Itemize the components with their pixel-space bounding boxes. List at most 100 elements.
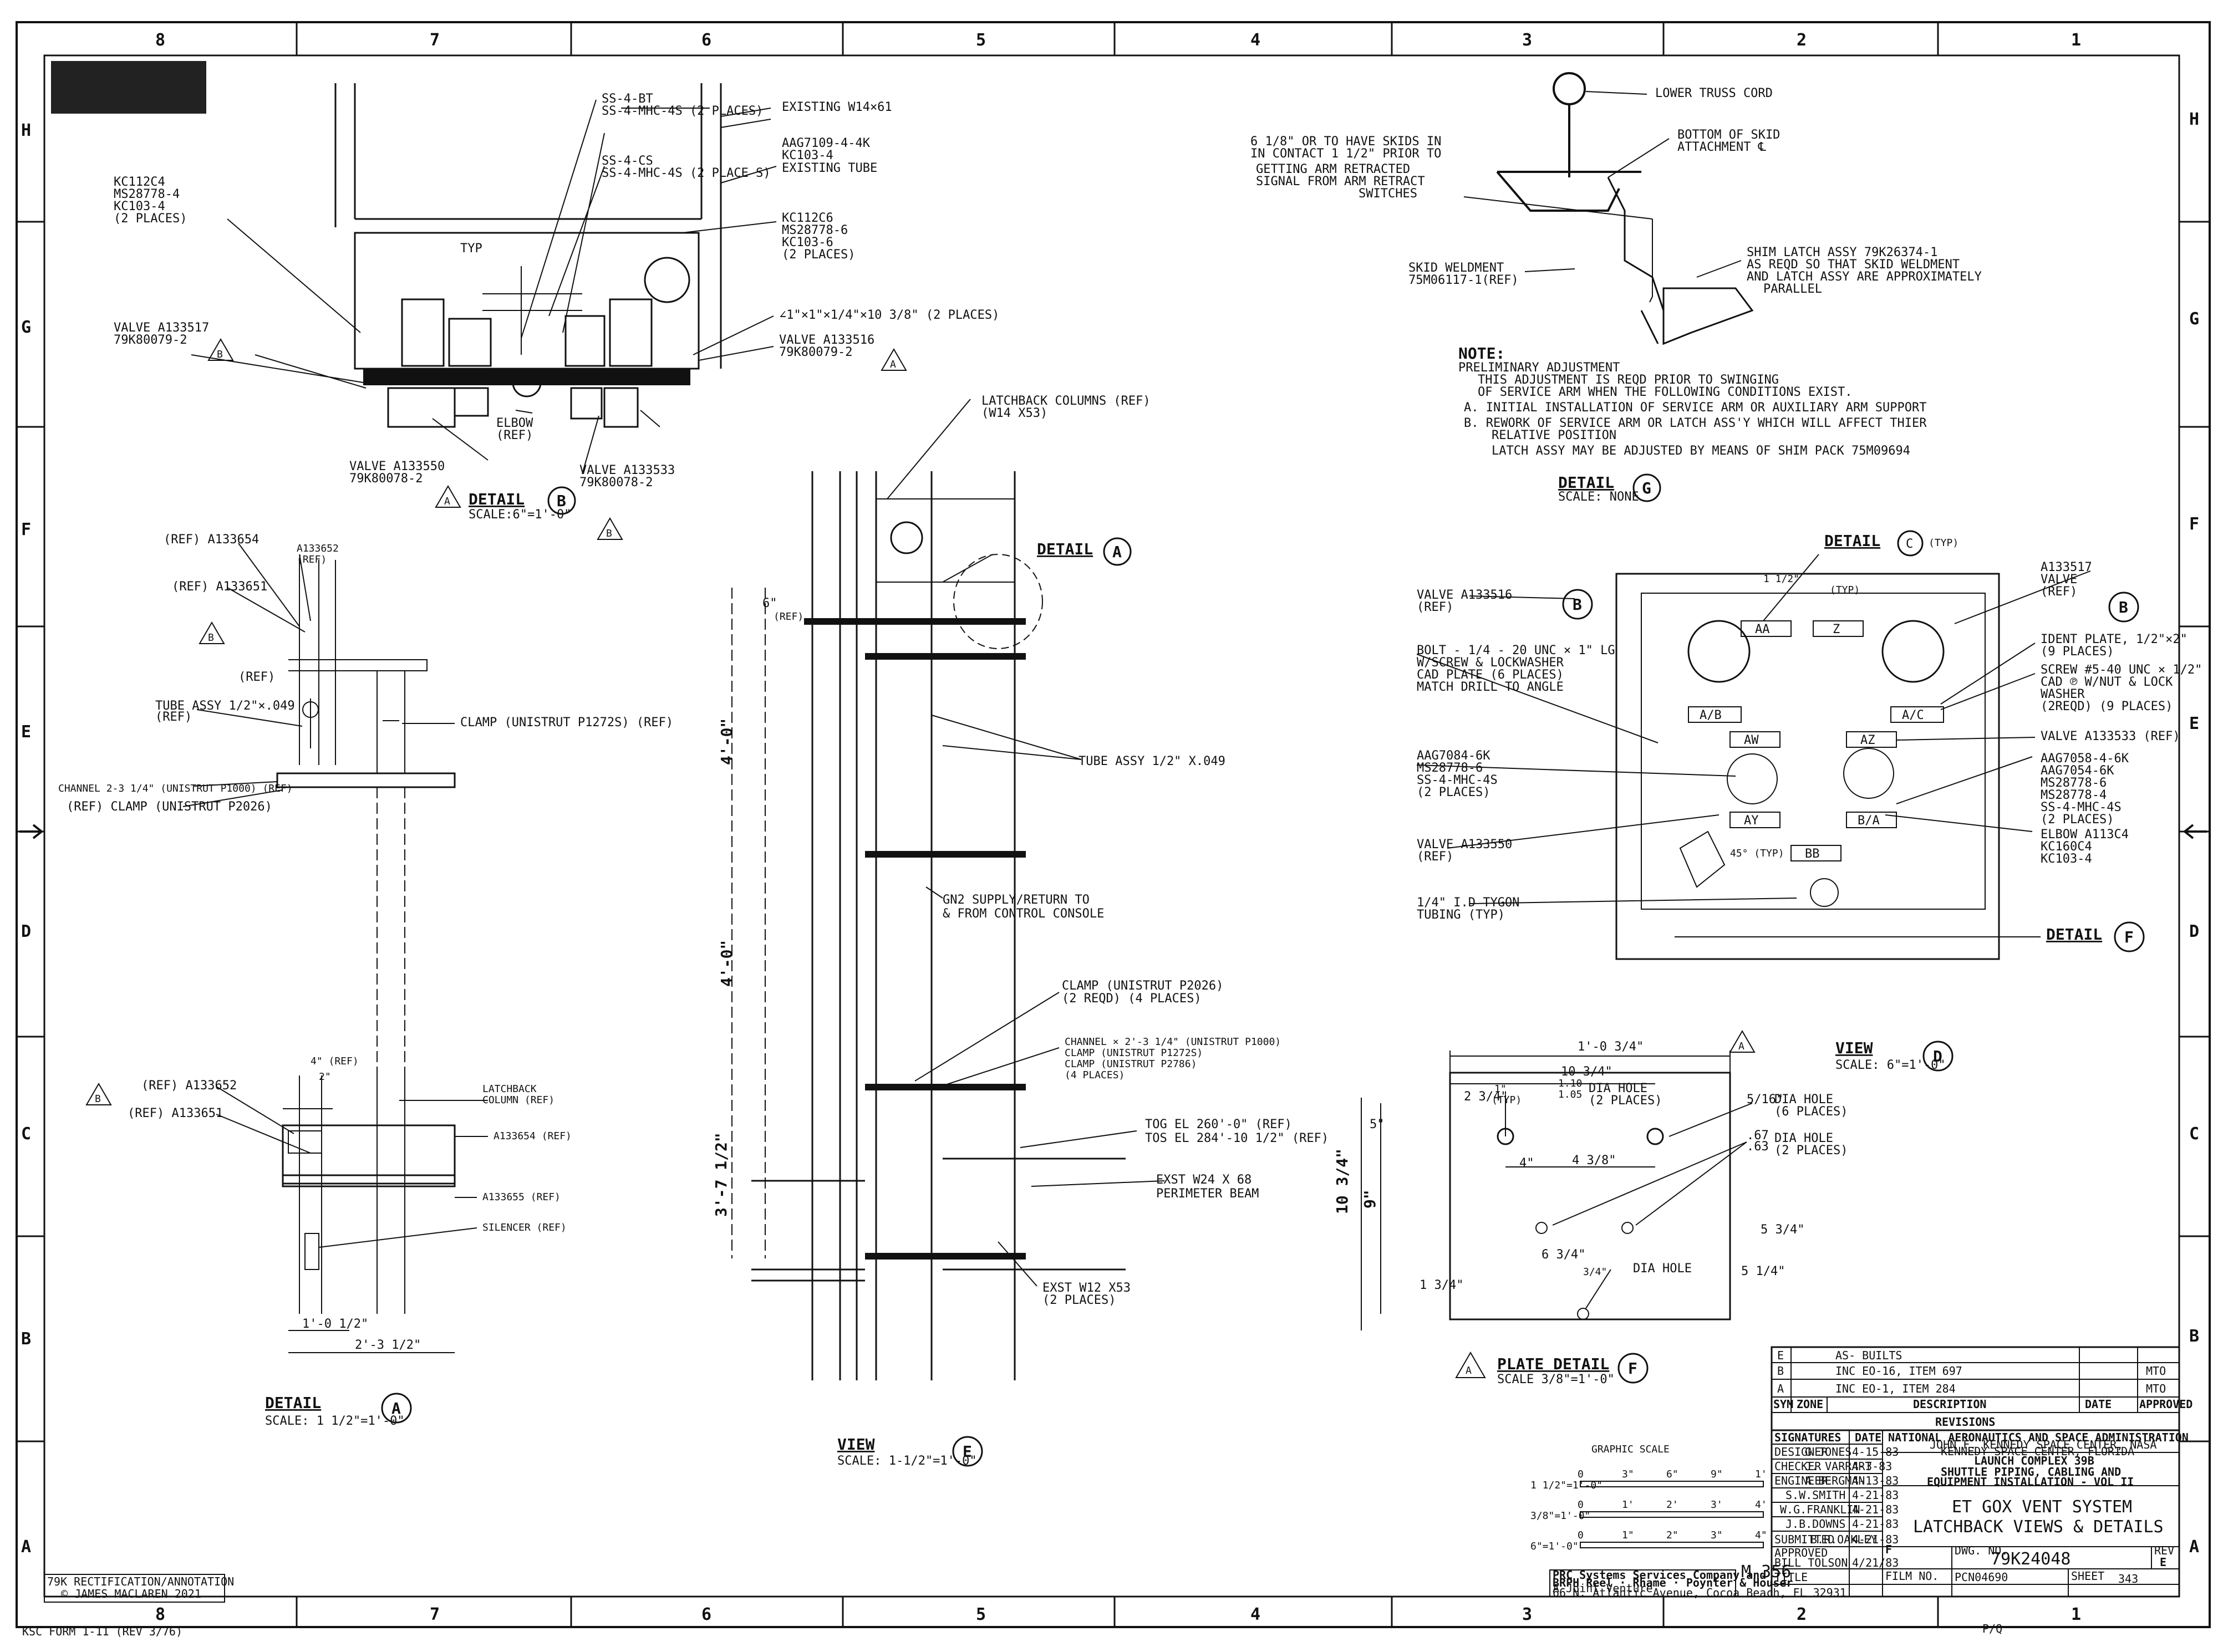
detail-title: DETAIL xyxy=(265,1394,321,1412)
zone-col-label: 2 xyxy=(1797,30,1807,50)
label: LATCHBACK COLUMNS (REF) xyxy=(981,394,1151,408)
sig-name: W.G.FRANKLIN xyxy=(1780,1503,1860,1516)
zone-columns-top: 8 7 6 5 4 3 2 1 xyxy=(155,30,2081,50)
zone-row-label: B xyxy=(2189,1327,2199,1346)
sig-name: J.B.DOWNS xyxy=(1785,1517,1845,1531)
film-label: FILM NO. xyxy=(1885,1569,1939,1583)
contractor-block: PRC Systems Services Company and BRPH Re… xyxy=(1549,1568,1846,1599)
label: (2 REQD) (4 PLACES) xyxy=(1062,992,1202,1006)
label: 10 3/4" xyxy=(1333,1149,1351,1214)
general-notes-block xyxy=(51,61,206,114)
center-arrow-icon xyxy=(2183,824,2207,839)
label: TYP xyxy=(460,242,482,256)
signature-row: DESIGNER G JONES 4-15-83 xyxy=(1774,1445,1899,1459)
title-label: TITLE xyxy=(1774,1571,1808,1584)
label: KC103-6 xyxy=(782,236,833,249)
revision-row: E AS- BUILTS xyxy=(1777,1349,1902,1362)
label: LATCHBACK xyxy=(482,1083,537,1095)
scale-tick: 6" xyxy=(1666,1469,1678,1480)
stamp-line1: 79K RECTIFICATION/ANNOTATION xyxy=(47,1575,234,1588)
label: A133517 xyxy=(2041,560,2092,574)
label: AND LATCH ASSY ARE APPROXIMATELY xyxy=(1747,270,1982,284)
sig-date: 4-13-83 xyxy=(1852,1474,1899,1487)
label: ∠1"×1"×1/4"×10 3/8" (2 PLACES) xyxy=(779,308,999,322)
scale-tick: 0 xyxy=(1578,1499,1584,1511)
revision-header-approved: APPROVED xyxy=(2139,1398,2192,1411)
detail-a: (REF) A133652 (REF) A133651 LATCHBACK CO… xyxy=(85,1056,572,1428)
contractor-line3: A Joint Venture xyxy=(1553,1582,1653,1595)
detail-callout: G xyxy=(1642,479,1651,497)
label: 1/4" I.D TYGON xyxy=(1417,896,1519,910)
zone-row-label: G xyxy=(21,318,31,337)
label: 79K80079-2 xyxy=(114,333,187,347)
label: AAG7058-4-6K xyxy=(2041,752,2129,766)
label: (TYP) xyxy=(1492,1094,1522,1106)
label: AS REQD SO THAT SKID WELDMENT xyxy=(1747,258,1960,272)
note-line: LATCH ASSY MAY BE ADJUSTED BY MEANS OF S… xyxy=(1492,444,1910,458)
view-callout: D xyxy=(1933,1047,1942,1065)
approved-label: APPROVED xyxy=(1774,1546,1828,1559)
label: (REF) xyxy=(297,554,327,565)
flag-label: B xyxy=(217,349,223,360)
label: DETAIL xyxy=(1824,532,1880,550)
label: VALVE A133550 xyxy=(349,460,445,473)
label: VALVE xyxy=(2041,573,2077,587)
label: SS-4-BT xyxy=(602,92,653,106)
label: (2 PLACES) xyxy=(1774,1144,1848,1158)
label: 1'-0 1/2" xyxy=(302,1317,368,1331)
zone-row-label: A xyxy=(21,1537,31,1557)
label: SS-4-MHC-4S xyxy=(1417,773,1498,787)
label: (4 PLACES) xyxy=(1065,1069,1125,1081)
label: W/SCREW & LOCKWASHER xyxy=(1417,656,1564,670)
label: (2 PLACES) xyxy=(782,248,855,262)
zone-row-label: F xyxy=(2189,514,2199,534)
label: SS-4-MHC-4S (2 PLACE S) xyxy=(602,166,771,180)
label: AAG7084-6K xyxy=(1417,749,1490,763)
label: (TYP) xyxy=(1830,584,1860,596)
note-line: A. INITIAL INSTALLATION OF SERVICE ARM O… xyxy=(1464,401,1926,415)
revision-header-desc: DESCRIPTION xyxy=(1913,1398,1986,1411)
label: DIA HOLE xyxy=(1774,1093,1833,1107)
label: .67 xyxy=(1747,1129,1769,1143)
tag-label: B/A xyxy=(1858,814,1880,828)
revision-header-zone: ZONE xyxy=(1797,1398,1823,1411)
zone-col-label: 8 xyxy=(155,30,165,50)
label: TOS EL 284'-10 1/2" (REF) xyxy=(1145,1131,1329,1145)
scale-tick: 9" xyxy=(1711,1469,1723,1480)
zone-col-label: 5 xyxy=(976,30,986,50)
label: BOLT - 1/4 - 20 UNC × 1" LG xyxy=(1417,644,1615,657)
flag-label: A xyxy=(890,359,896,370)
label: DIA HOLE xyxy=(1589,1082,1647,1095)
zone-col-label: 7 xyxy=(430,30,440,50)
label: 3/4" xyxy=(1583,1266,1607,1278)
sheet-no: 343 xyxy=(2118,1572,2138,1585)
revision-row: B INC EO-16, ITEM 697 MTO xyxy=(1777,1364,2166,1378)
label: CAD ℗ W/NUT & LOCK xyxy=(2041,675,2173,689)
label: 5" xyxy=(1370,1118,1385,1131)
label: AAG7054-6K xyxy=(2041,764,2114,778)
label: 6 3/4" xyxy=(1542,1248,1585,1262)
sig-date: 4-21-83 xyxy=(1852,1488,1899,1502)
label: 45° (TYP) xyxy=(1730,848,1784,859)
label: (2 PLACES) xyxy=(114,212,187,226)
detail-callout: B xyxy=(557,492,566,510)
approved-name: BILL TOLSON xyxy=(1774,1556,1848,1569)
label: SS-4-MHC-4S xyxy=(2041,800,2122,814)
flag-label: A xyxy=(444,496,450,507)
label: 2" xyxy=(319,1071,331,1083)
tag-label: AA xyxy=(1755,623,1770,636)
zone-row-label: E xyxy=(2189,714,2199,733)
revision-desc: INC EO-16, ITEM 697 xyxy=(1835,1364,1962,1378)
zone-col-label: 1 xyxy=(2071,1605,2081,1624)
label: 79K80079-2 xyxy=(779,345,852,359)
sig-date: 4-21-83 xyxy=(1852,1533,1899,1546)
label: SILENCER (REF) xyxy=(482,1222,567,1233)
revision-sym: A xyxy=(1777,1382,1784,1395)
detail-scale: SCALE:6"=1'-0" xyxy=(469,508,571,522)
label: IDENT PLATE, 1/2"×2" xyxy=(2041,633,2188,646)
revision-row: A INC EO-1, ITEM 284 MTO xyxy=(1777,1382,2166,1395)
sheet-label: SHEET xyxy=(2071,1569,2104,1583)
scale-bar-row: 3/8"=1'-0" 0 1' 2' 3' 4' xyxy=(1530,1499,1767,1522)
label: (REF) xyxy=(2041,585,2077,599)
label: GN2 SUPPLY/RETURN TO xyxy=(943,893,1090,907)
